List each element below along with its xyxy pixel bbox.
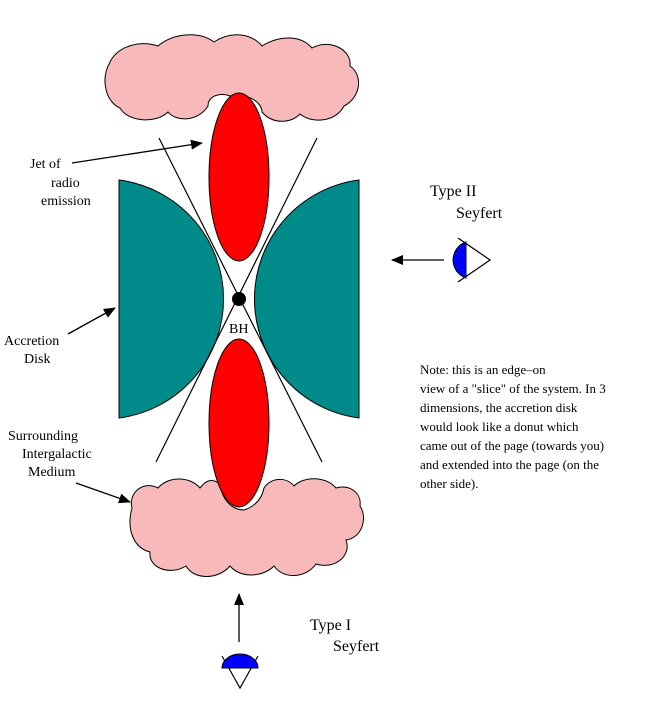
medium-label-line2: Intergalactic (22, 447, 92, 462)
medium-label-line1: Surrounding (8, 429, 78, 444)
type2-label-line1: Type II (430, 183, 476, 200)
note-line-7: other side). (420, 476, 478, 491)
type1-label-line1: Type I (310, 617, 351, 634)
type1-label-line2: Seyfert (333, 638, 380, 655)
accretion-label-line2: Disk (24, 352, 50, 367)
type2-label-line2: Seyfert (456, 205, 503, 222)
note-line-5: came out of the page (towards you) (420, 438, 604, 453)
jet-label-line1: Jet of (30, 157, 61, 172)
medium-label-line3: Medium (28, 465, 76, 480)
note-line-4: would look like a donut which (420, 419, 579, 434)
accretion-disk-right (253, 179, 360, 419)
black-hole-dot (232, 292, 246, 306)
accretion-label-line1: Accretion (4, 334, 59, 349)
eye-icon (221, 653, 259, 690)
eye-icon (452, 237, 492, 283)
jet-pointer-arrow (71, 139, 203, 164)
top-medium-cloud (104, 34, 359, 122)
note-line-2: view of a "slice" of the system. In 3 (420, 381, 606, 396)
note-line-3: dimensions, the accretion disk (420, 400, 578, 415)
jet-label-line2: radio (51, 176, 80, 191)
jet-lower (208, 338, 270, 508)
black-hole-label: BH (229, 322, 248, 337)
jet-label-line3: emission (41, 194, 91, 209)
note-line-1: Note: this is an edge–on (420, 362, 546, 377)
accretion-pointer-arrow (67, 307, 116, 335)
medium-pointer-arrow (75, 482, 131, 504)
bottom-medium-cloud (129, 478, 364, 577)
jet-upper (208, 92, 270, 262)
note-line-6: and extended into the page (on the (420, 457, 599, 472)
accretion-disk-left (118, 179, 225, 419)
